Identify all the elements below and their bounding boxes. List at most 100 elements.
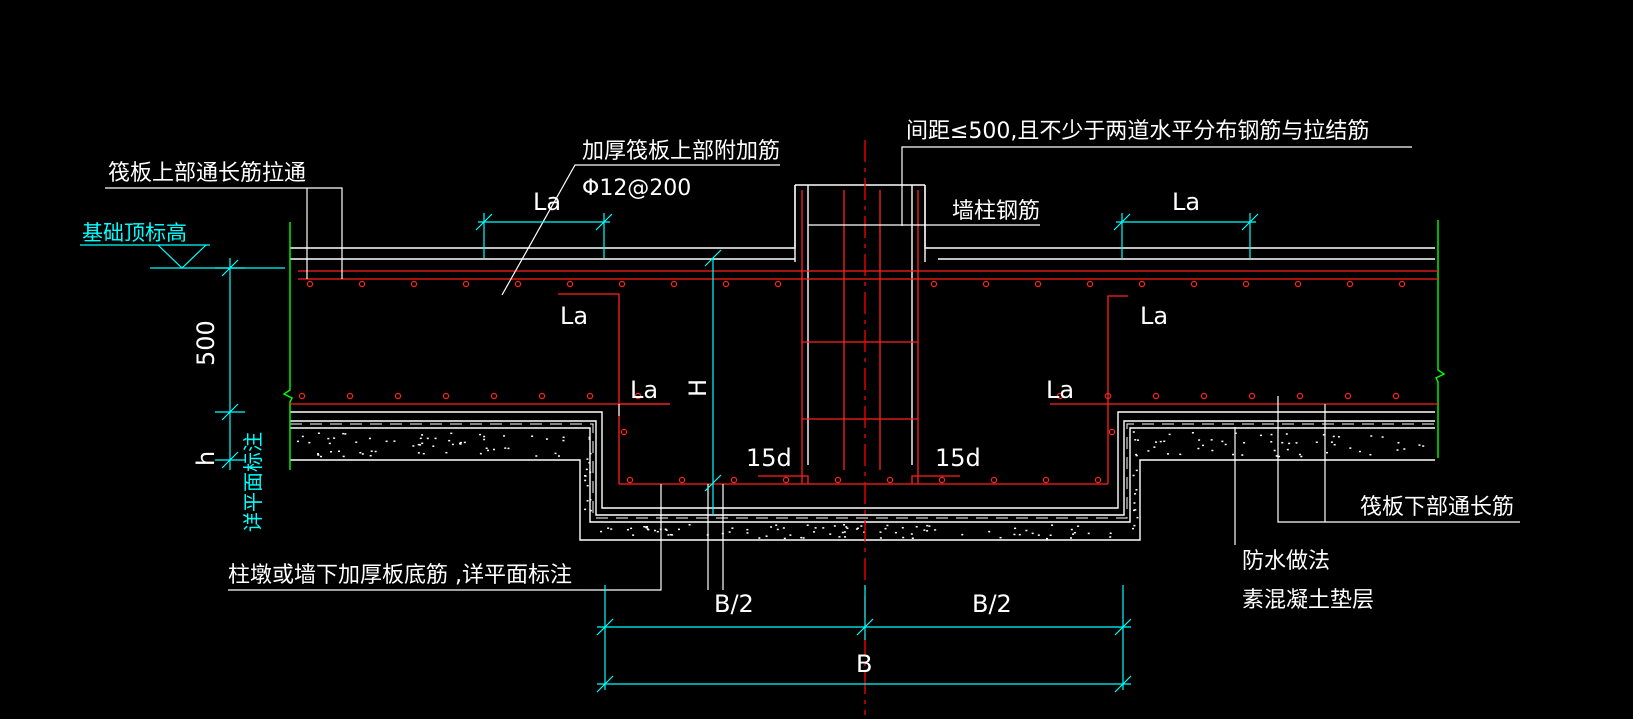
rebar-dot [1138,280,1146,288]
leader-lines [105,146,1520,591]
hatch-speck [1273,449,1276,452]
hatch-speck [776,528,779,531]
hatch-speck [503,435,506,437]
rebar-dot [618,280,626,288]
hatch-speck [421,434,424,436]
la-bottom-left: La [630,376,658,404]
hatch-speck [758,537,761,539]
hatch-speck [535,455,538,457]
hatch-speck [1315,441,1318,443]
hatch-speck [863,531,866,533]
hatch-speck [1288,442,1291,445]
hatch-speck [894,531,897,534]
hatch-speck [1134,509,1137,511]
hatch-speck [492,448,495,451]
rebar-dot [982,280,990,288]
hatch-speck [843,531,846,533]
hatch-speck [1422,445,1425,447]
rebar-dot [1296,392,1304,400]
hatch-speck [1046,537,1049,540]
hatch-speck [911,537,914,540]
hatch-speck [1330,441,1333,443]
thick-slab-additional-bar-label: 加厚筏板上部附加筋 [582,139,780,164]
hatch-speck [833,525,836,527]
hatch-speck [434,437,437,440]
hatch-speck [1133,509,1136,512]
hatch-speck [483,435,486,438]
rebar-dot [358,280,366,288]
hatch-speck [647,528,650,531]
rebar-dot [394,392,402,400]
hatch-speck [782,527,785,529]
hatch-speck [1163,440,1166,443]
hatch-speck [1166,453,1169,455]
hatch-speck [374,450,377,453]
hatch-speck [1031,532,1034,535]
hatch-speck [844,536,847,538]
hatch-speck [586,500,589,502]
hatch-speck [1070,528,1073,531]
bottom-through-bar-label: 筏板下部通长筋 [1360,495,1514,520]
hatch-speck [646,525,649,528]
concrete-hatch [296,431,1425,540]
hatch-speck [1179,453,1182,456]
hatch-speck [342,455,345,458]
hatch-speck [1232,453,1235,456]
hatch-speck [1197,447,1200,450]
hatch-speck [1337,436,1340,438]
dim-h-label: h [192,451,220,466]
rebar-dot [514,280,522,288]
hatch-speck [1275,455,1278,457]
hatch-speck [412,445,415,447]
hatch-speck [554,452,557,455]
hatch-speck [860,525,863,527]
hatch-speck [361,453,364,455]
hatch-speck [677,528,680,531]
hatch-speck [610,528,613,530]
hatch-speck [667,534,670,536]
rebar-dot [938,476,946,484]
rebar-lines [290,190,1438,485]
rebar-dot [346,392,354,400]
hatch-speck [531,435,534,437]
hatch-speck [1198,439,1201,441]
hatch-speck [1418,444,1421,446]
hatch-speck [1109,532,1112,535]
rebar-dot [566,280,574,288]
hatch-speck [328,442,331,445]
hatch-speck [369,454,372,457]
rebar-dot [490,392,498,400]
hatch-speck [1202,444,1205,447]
hatch-speck [1300,455,1303,458]
hatch-speck [1134,439,1137,441]
hatch-speck [607,527,610,529]
rebar-dot [538,392,546,400]
hatch-speck [1087,532,1090,535]
rebar-dot [670,280,678,288]
hatch-speck [999,536,1002,539]
hatch-speck [1332,435,1335,438]
hatch-speck [934,529,937,531]
slab-edge-lines [282,220,1446,470]
hatch-speck [1132,527,1135,530]
hatch-speck [507,447,510,450]
hatch-speck [884,527,887,530]
hatch-speck [1134,493,1137,495]
hatch-speck [1259,434,1262,437]
hatch-speck [1281,441,1284,444]
hatch-speck [483,438,486,441]
hatch-speck [316,453,319,455]
hatch-speck [586,484,589,487]
15d-right-label: 15d [935,444,981,472]
hatch-speck [1135,469,1138,472]
hatch-speck [1051,524,1054,526]
hatch-speck [731,527,734,529]
foundation-top-elevation-label: 基础顶标高 [82,221,187,245]
hatch-speck [915,526,918,528]
rebar-dot [834,476,842,484]
hatch-speck [669,533,672,536]
hatch-speck [1381,436,1384,438]
hatch-speck [846,527,849,530]
hatch-speck [504,447,507,449]
